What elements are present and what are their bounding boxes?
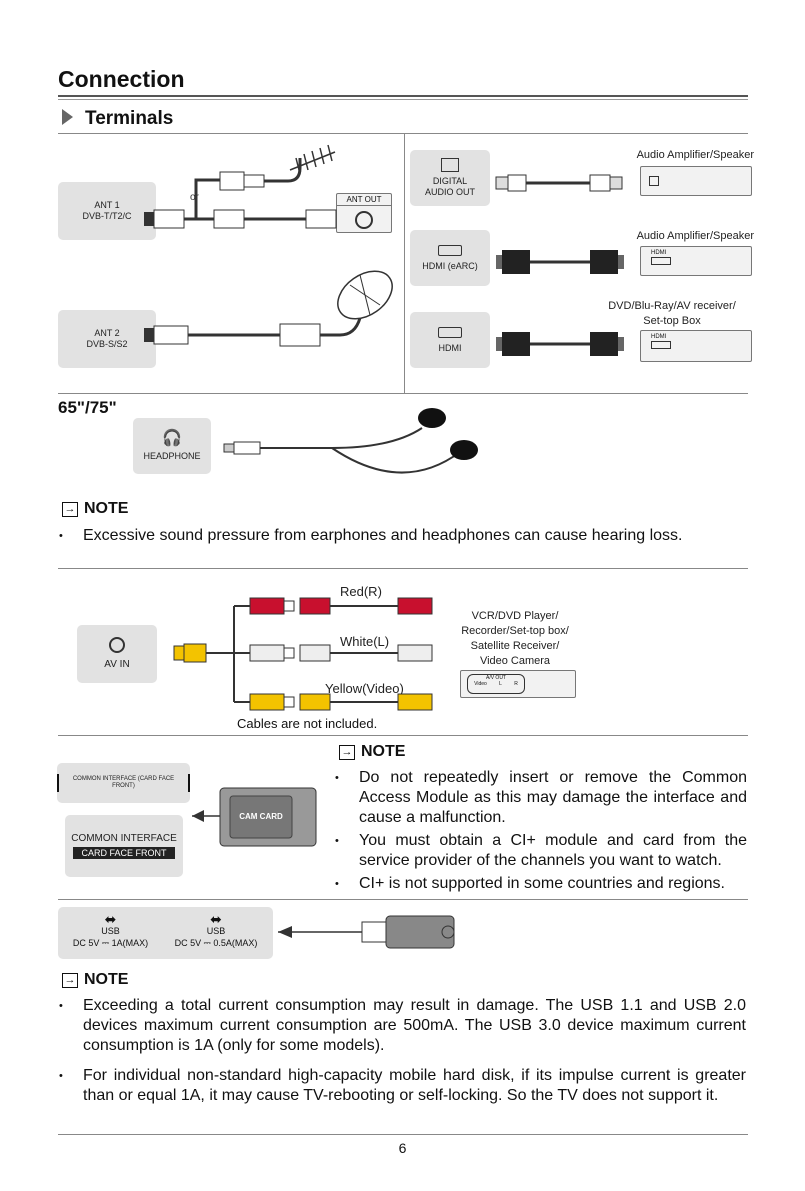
note-icon: → [339, 744, 355, 760]
title-rule [58, 95, 748, 97]
headphone-icon: 🎧 [162, 429, 182, 447]
note-icon: → [62, 972, 78, 988]
red-plug-left [249, 597, 295, 615]
usb-icon: ⬌ [210, 911, 222, 927]
note-heading-3: →NOTE [62, 971, 128, 989]
or-label: or [190, 192, 199, 203]
ant2-port: ANT 2 DVB-S/S2 [58, 310, 156, 368]
coax-port-icon [355, 211, 373, 229]
audio-amp-device-1 [640, 166, 752, 196]
audio-amp-label-1: Audio Amplifier/Speaker [636, 149, 754, 161]
note-icon: → [62, 501, 78, 517]
usb-drive-illustration [278, 915, 455, 949]
yellow-label: Yellow(Video) [325, 681, 404, 696]
cables-note: Cables are not included. [237, 716, 378, 731]
page-title: Connection [58, 66, 185, 92]
earbud-icon [418, 408, 446, 428]
frame-bottom [58, 393, 748, 394]
hdmi-earc-port: HDMI (eARC) [410, 230, 490, 286]
ci-slot: COMMON INTERFACE CARD FACE FRONT [65, 815, 183, 877]
frame-divider [404, 133, 405, 393]
note3-item: •For individual non-standard high-capaci… [59, 1067, 746, 1104]
hdmi-port: HDMI [410, 312, 490, 368]
antenna-cables [144, 144, 393, 347]
av-out-cables [495, 174, 624, 356]
hdmi-port-icon [438, 326, 462, 338]
red-label: Red(R) [340, 584, 382, 599]
earbud-icon [450, 440, 478, 460]
separator [58, 568, 748, 569]
note2-item: •You must obtain a CI+ module and card f… [335, 832, 747, 869]
ant1-port: ANT 1 DVB-T/T2/C [58, 182, 156, 240]
terrestrial-antenna-icon [289, 144, 336, 175]
dvd-device: HDMI [640, 330, 752, 362]
usb-icon: ⬌ [104, 911, 117, 927]
yellow-plug-left [249, 693, 295, 711]
digital-audio-out-port: DIGITAL AUDIO OUT [410, 150, 490, 206]
ci-slot-small: COMMON INTERFACE (CARD FACE FRONT) [57, 763, 190, 803]
rca-cables [173, 597, 433, 711]
headphone-port: 🎧 HEADPHONE [133, 418, 211, 474]
hdmi-port-icon [438, 244, 462, 256]
usb-port-1: ⬌ USB DC 5V ⎓ 1A(MAX) [63, 912, 158, 949]
cam-card-label: CAM CARD [239, 812, 283, 821]
cam-card-illustration [192, 787, 317, 847]
usb-port-2: ⬌ USB DC 5V ⎓ 0.5A(MAX) [165, 912, 267, 949]
optical-port-icon [441, 158, 459, 173]
av-device-label: VCR/DVD Player/ Recorder/Set-top box/ Sa… [461, 610, 569, 667]
av-in-port: AV IN [77, 625, 157, 683]
model-size-label: 65"/75" [58, 398, 117, 417]
page-number: 6 [398, 1140, 407, 1156]
white-label: White(L) [340, 634, 390, 649]
note-heading-2: →NOTE [339, 743, 405, 761]
white-plug-left [249, 644, 295, 662]
section-heading: Terminals [62, 108, 173, 130]
audio-amp-label-2: Audio Amplifier/Speaker [636, 230, 754, 242]
separator [58, 735, 748, 736]
note-heading-1: →NOTE [62, 500, 128, 518]
note2-item: •CI+ is not supported in some countries … [335, 875, 725, 892]
section-marker-icon [62, 109, 73, 125]
usb-panel [58, 907, 273, 959]
satellite-dish-icon [337, 270, 393, 320]
earphones-illustration [223, 408, 478, 474]
hdmi-cable [496, 332, 624, 356]
rca-port-icon [109, 637, 125, 653]
dvd-receiver-label: DVD/Blu-Ray/AV receiver/ Set-top Box [608, 300, 736, 327]
note1-item: •Excessive sound pressure from earphones… [59, 527, 683, 544]
note2-item: •Do not repeatedly insert or remove the … [335, 769, 747, 826]
footer-rule [58, 1134, 748, 1135]
separator [58, 899, 748, 900]
note3-item: •Exceeding a total current consumption m… [59, 997, 746, 1054]
title-rule-thin [58, 99, 748, 100]
frame-top [58, 133, 748, 134]
hdmi-cable-earc [496, 250, 624, 274]
audio-amp-device-2: HDMI [640, 246, 752, 276]
